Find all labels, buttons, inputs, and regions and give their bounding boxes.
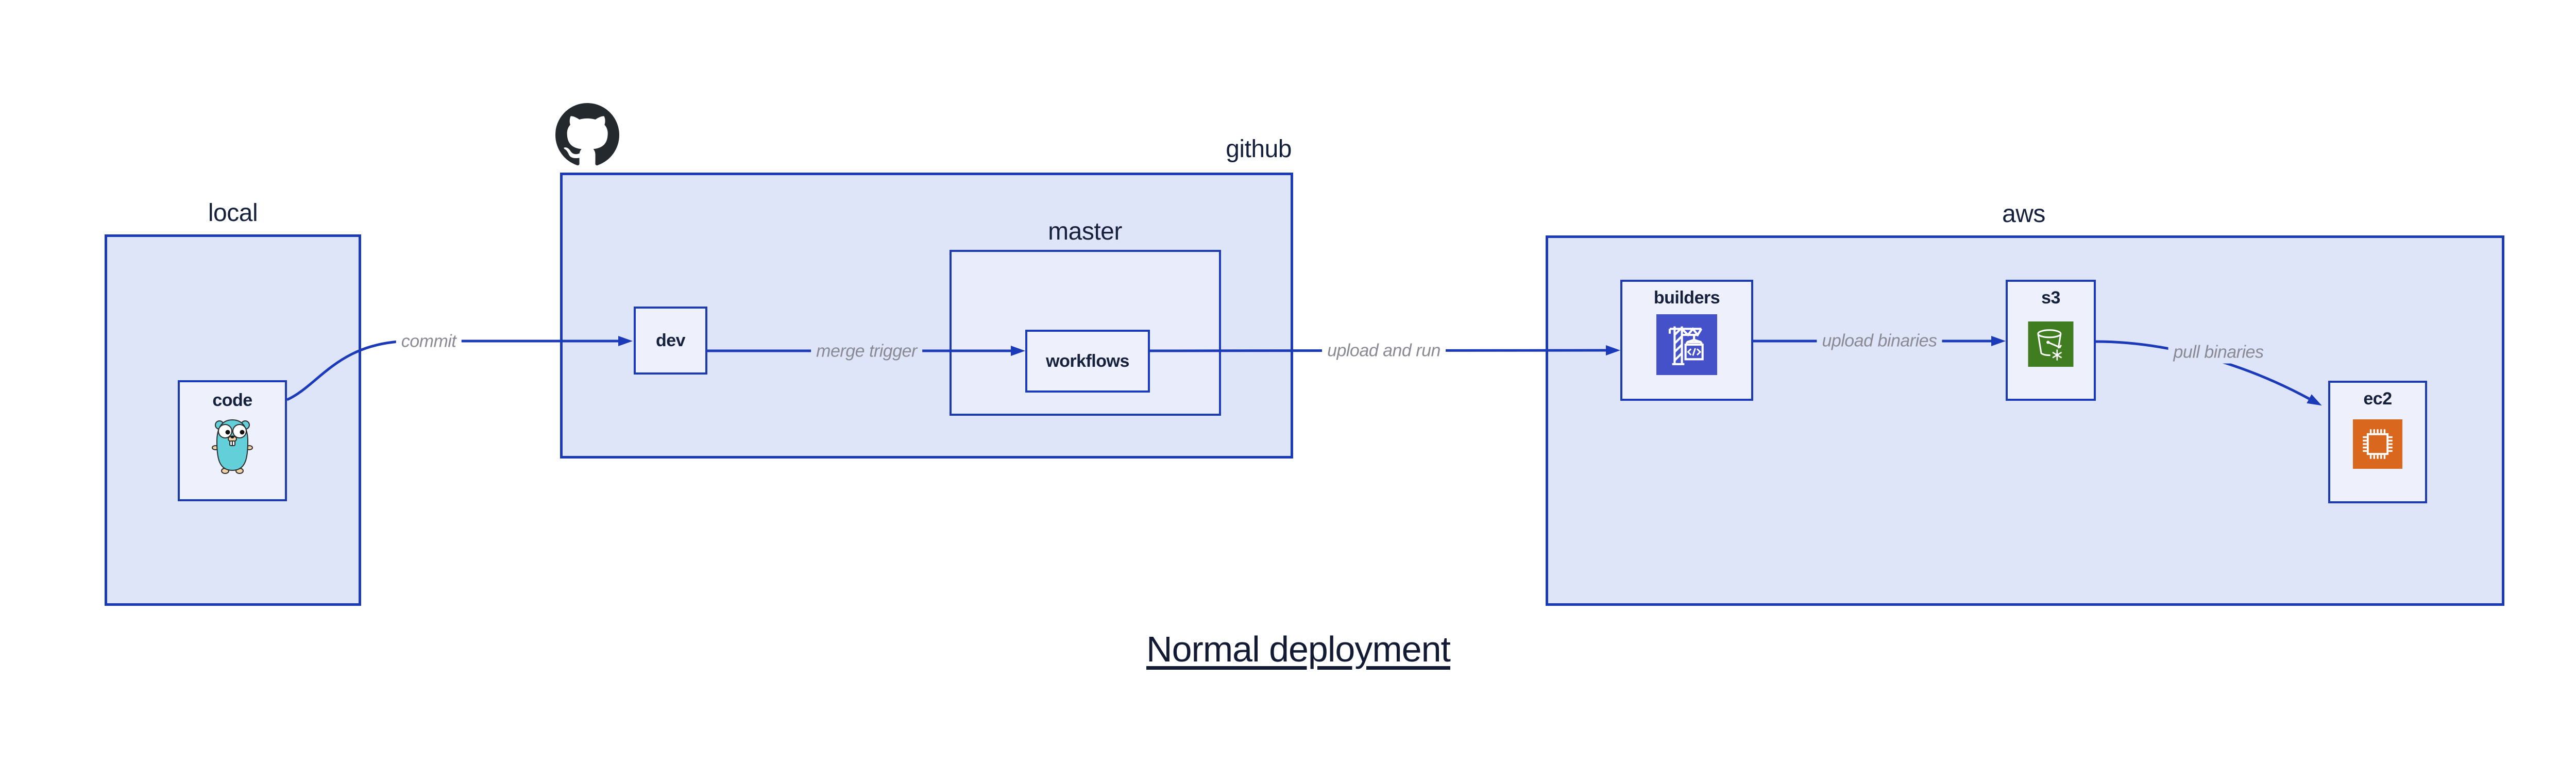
node-workflows-label: workflows: [1046, 351, 1129, 371]
node-dev-label: dev: [655, 330, 686, 350]
edge-pull-binaries-label: pull binaries: [2168, 341, 2269, 364]
aws-ec2-chip-icon: [2353, 419, 2402, 469]
node-builders: builders: [1620, 280, 1753, 401]
node-dev: dev: [634, 307, 707, 375]
node-s3-label: s3: [2041, 288, 2060, 308]
group-master-label: master: [1048, 218, 1122, 245]
node-code-label: code: [212, 390, 252, 410]
group-local-label: local: [208, 199, 258, 227]
edge-commit-label: commit: [396, 330, 462, 353]
edge-merge-trigger-label: merge trigger: [811, 340, 922, 363]
diagram-title: Normal deployment: [1146, 629, 1451, 669]
edge-upload-binaries-label: upload binaries: [1817, 330, 1942, 352]
edge-commit: [286, 336, 633, 401]
node-s3: s3: [2006, 280, 2096, 401]
node-workflows: workflows: [1025, 330, 1150, 393]
go-gopher-icon: [212, 417, 253, 474]
node-code: code: [178, 380, 287, 501]
github-octocat-icon: [555, 103, 619, 167]
node-ec2-label: ec2: [2363, 389, 2392, 409]
group-aws-label: aws: [2002, 200, 2045, 228]
aws-s3-glacier-bucket-icon: [2028, 321, 2074, 367]
aws-codebuild-crane-icon: [1656, 314, 1717, 375]
node-ec2: ec2: [2328, 381, 2427, 503]
group-github-label: github: [1226, 135, 1292, 163]
node-builders-label: builders: [1653, 288, 1720, 308]
edge-upload-and-run-label: upload and run: [1322, 339, 1446, 362]
